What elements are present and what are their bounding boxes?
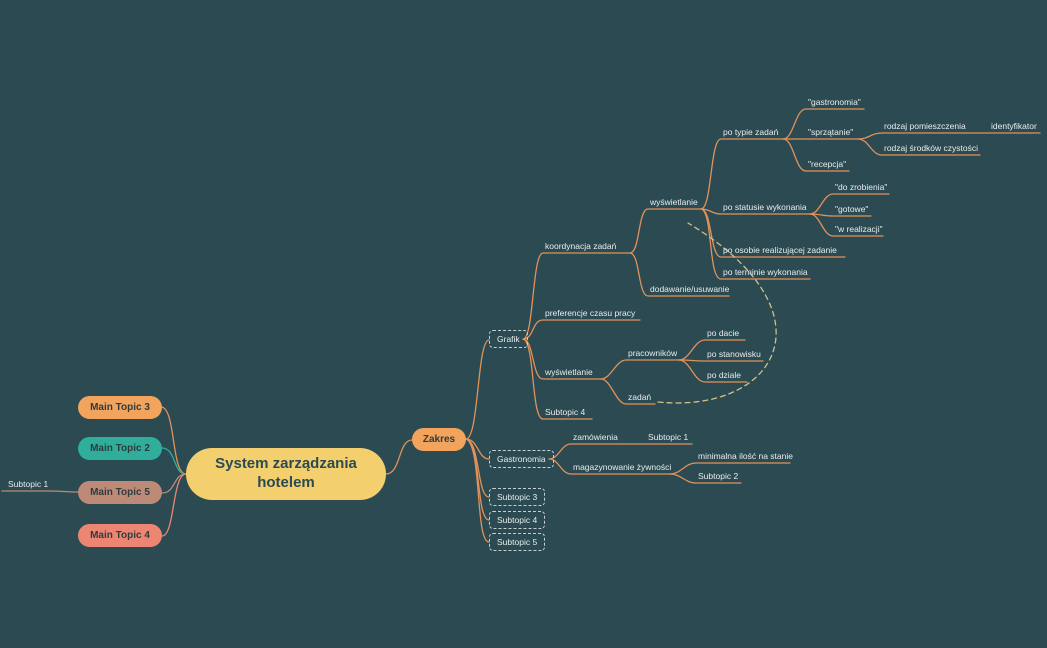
topic-magazynowanie-zywnosci[interactable]: magazynowanie żywności xyxy=(573,462,672,472)
branch-lines-right xyxy=(385,108,1041,543)
topic-q-gotowe[interactable]: "gotowe" xyxy=(835,204,869,214)
topic-main-5[interactable]: Main Topic 5 xyxy=(78,481,162,504)
topic-gastronomia[interactable]: Gastronomia xyxy=(489,450,554,468)
topic-zakres-subtopic-5[interactable]: Subtopic 5 xyxy=(489,533,546,551)
topic-po-terminie[interactable]: po terminie wykonania xyxy=(723,267,808,277)
topic-main-2[interactable]: Main Topic 2 xyxy=(78,437,162,460)
topic-q-recepcja[interactable]: "recepcja" xyxy=(808,159,847,169)
topic-zamowienia[interactable]: zamówienia xyxy=(573,432,618,442)
topic-preferencje-czasu-pracy[interactable]: preferencje czasu pracy xyxy=(545,308,636,318)
topic-zakres-subtopic-4[interactable]: Subtopic 4 xyxy=(489,511,546,529)
topic-zadan[interactable]: zadań xyxy=(628,392,652,402)
topic-po-typie-zadan[interactable]: po typie zadań xyxy=(723,127,779,137)
topic-minimalna-ilosc[interactable]: minimalna ilość na stanie xyxy=(698,451,793,461)
topic-rodzaj-pomieszczenia[interactable]: rodzaj pomieszczenia xyxy=(884,121,966,131)
relationship-arrow[interactable] xyxy=(657,222,777,404)
topic-zakres-subtopic-3[interactable]: Subtopic 3 xyxy=(489,488,546,506)
topic-magazyn-subtopic-2[interactable]: Subtopic 2 xyxy=(698,471,739,481)
topic-pracownikow[interactable]: pracowników xyxy=(628,348,678,358)
topic-wyswietlanie-grafik[interactable]: wyświetlanie xyxy=(545,367,593,377)
topic-zamowienia-subtopic-1[interactable]: Subtopic 1 xyxy=(648,432,689,442)
topic-po-stanowisku[interactable]: po stanowisku xyxy=(707,349,761,359)
topic-main-3[interactable]: Main Topic 3 xyxy=(78,396,162,419)
topic-rodzaj-srodkow-czystosci[interactable]: rodzaj środków czystości xyxy=(884,143,979,153)
topic-wyswietlanie-zadania[interactable]: wyświetlanie xyxy=(650,197,698,207)
branch-lines-left xyxy=(1,406,187,537)
topic-po-osobie[interactable]: po osobie realizującej zadanie xyxy=(723,245,837,255)
topic-q-gastronomia[interactable]: "gastronomia" xyxy=(808,97,861,107)
topic-po-statusie-wykonania[interactable]: po statusie wykonania xyxy=(723,202,807,212)
topic-q-do-zrobienia[interactable]: "do zrobienia" xyxy=(835,182,888,192)
topic-grafik[interactable]: Grafik xyxy=(489,330,528,348)
topic-po-dacie[interactable]: po dacie xyxy=(707,328,740,338)
topic-q-w-realizacji[interactable]: "w realizacji" xyxy=(835,224,883,234)
topic-dodawanie-usuwanie[interactable]: dodawanie/usuwanie xyxy=(650,284,730,294)
topic-q-sprzatanie[interactable]: "sprzątanie" xyxy=(808,127,854,137)
topic-identyfikator[interactable]: identyfikator xyxy=(991,121,1037,131)
topic-main-4[interactable]: Main Topic 4 xyxy=(78,524,162,547)
topic-left-subtopic-1[interactable]: Subtopic 1 xyxy=(8,479,49,489)
central-topic[interactable]: System zarządzania hotelem xyxy=(186,448,386,500)
topic-zakres[interactable]: Zakres xyxy=(412,428,466,451)
topic-koordynacja-zadan[interactable]: koordynacja zadań xyxy=(545,241,617,251)
topic-grafik-subtopic-4[interactable]: Subtopic 4 xyxy=(545,407,586,417)
topic-po-dziale[interactable]: po dziale xyxy=(707,370,742,380)
